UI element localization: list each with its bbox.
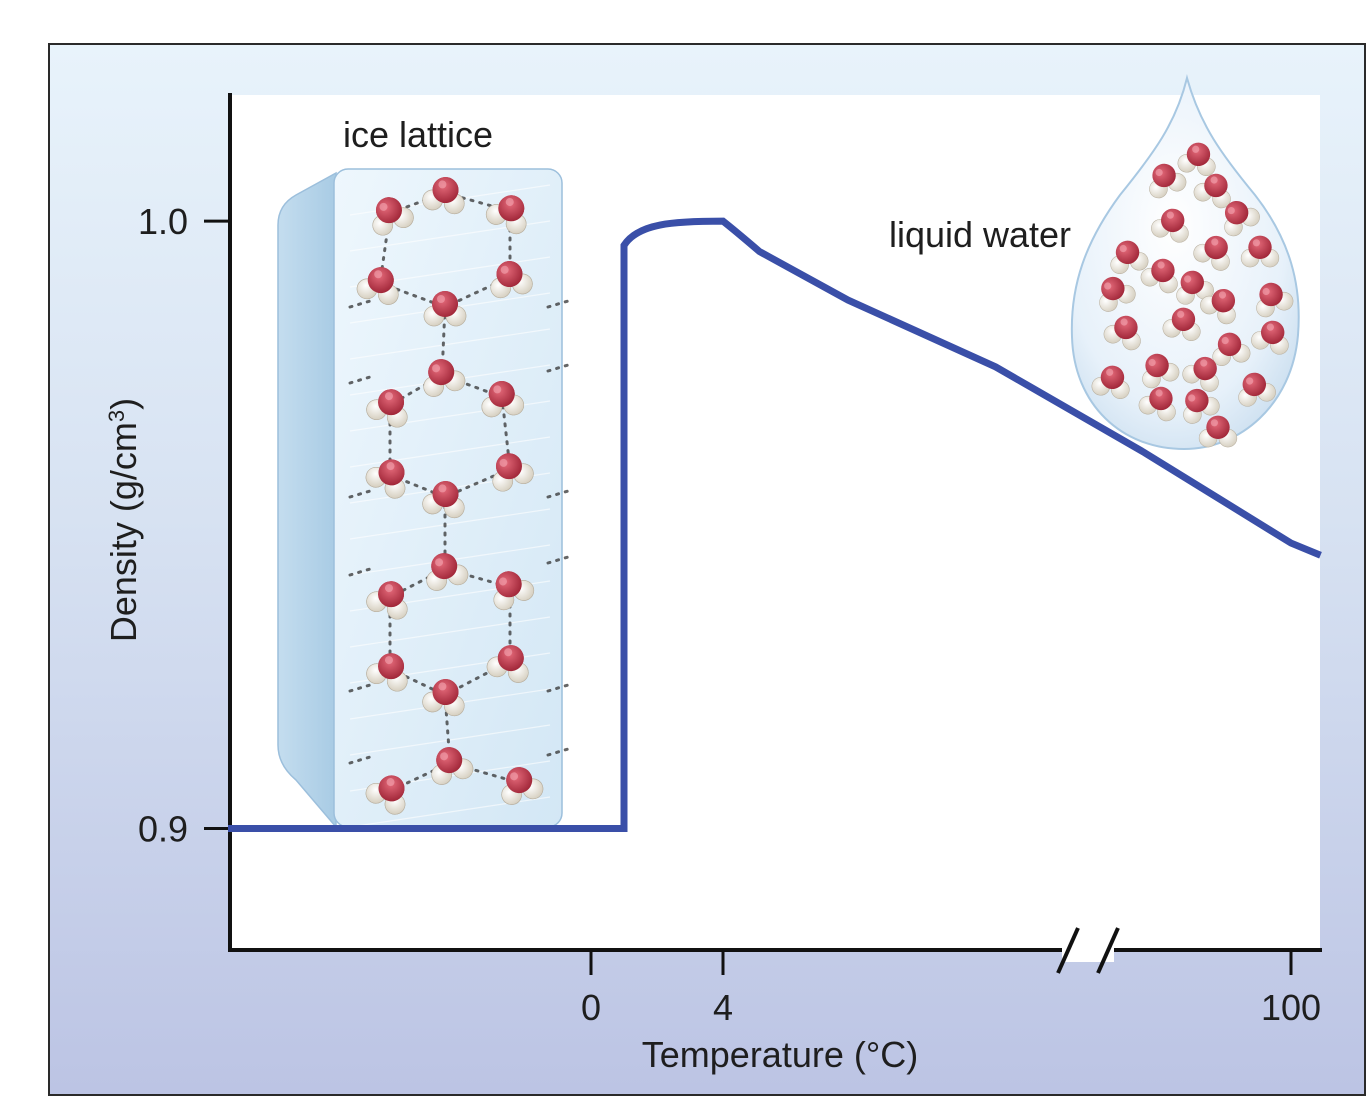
ice-lattice-illustration [277,168,570,830]
water-molecule-21 [1138,386,1176,422]
water-molecule-22 [1198,415,1238,448]
ice-molecule-top-17 [422,679,465,717]
water-molecule-17 [1142,353,1180,389]
x-tick-label-100: 100 [1261,987,1321,1028]
hydrogen-bond-edge-7 [546,363,570,373]
ice-molecule-top-1 [422,177,465,215]
series-line-0 [228,217,1322,833]
hydrogen-bond-edge-5 [348,755,372,765]
water-molecule-2 [1193,173,1231,209]
ice-molecule-top-7 [366,389,408,428]
y-axis-title: Density (g/cm3) [103,398,144,642]
hydrogen-bond-edge-8 [546,489,570,499]
water-molecule-0 [1177,142,1216,176]
water-molecule-11 [1099,276,1136,312]
x-tick-label-0: 0 [581,987,601,1028]
water-molecule-18 [1182,356,1219,392]
ice-molecule-top-0 [372,197,414,236]
water-molecule-13 [1162,307,1201,341]
ice-molecules-top [356,177,544,815]
y-tick-label-0.9: 0.9 [138,809,188,850]
y-axis-title-superscript: 3 [104,410,129,422]
hydrogen-bond-edge-6 [546,299,570,309]
ice-molecule-top-16 [486,645,529,683]
ice-molecule-top-12 [426,553,469,591]
water-molecule-16 [1251,320,1289,355]
y-axis-title-text: Density (g/cm [103,422,144,642]
water-molecule-5 [1110,240,1149,274]
water-molecule-7 [1240,235,1280,268]
annotation-liquid-water: liquid water [889,214,1071,255]
ice-molecule-top-6 [423,359,466,397]
density-chart: 0 4 100 1.0 0.9 Temperature (°C) Density (g/… [103,74,1322,1075]
water-molecule-4 [1151,208,1189,243]
annotation-ice-lattice: ice lattice [343,114,493,155]
water-molecule-3 [1224,200,1260,237]
hydrogen-bond-10 [500,395,512,471]
water-molecule-9 [1176,270,1214,305]
water-molecule-1 [1149,163,1187,199]
ice-molecule-top-8 [481,381,525,418]
water-molecule-12 [1256,282,1294,318]
water-molecule-14 [1103,315,1141,351]
hydrogen-bond-edge-10 [546,683,570,693]
liquid-water-illustration [1070,74,1300,451]
ice-molecule-top-11 [422,481,465,519]
hydrogen-bond-edge-3 [348,567,372,577]
ice-molecule-top-4 [490,261,533,299]
hydrogen-bond-edge-4 [348,683,372,693]
ice-molecule-top-9 [365,459,406,499]
illustrations [277,74,1300,830]
figure-frame: 0 4 100 1.0 0.9 Temperature (°C) Density (g/… [48,43,1366,1096]
ice-molecule-top-20 [501,767,544,805]
water-molecule-6 [1193,235,1230,271]
hydrogen-bond-edge-1 [348,375,372,385]
hydrogen-bond-edge-11 [546,747,570,757]
x-axis-title: Temperature (°C) [642,1034,918,1075]
ice-molecule-top-5 [423,291,467,327]
x-tick-label-4: 4 [713,987,733,1028]
hydrogen-bond-edge-0 [348,299,372,309]
ice-molecule-top-15 [366,653,408,692]
hydrogen-bond-edge-2 [348,489,372,499]
axis-break [1056,927,1120,974]
y-tick-label-1.0: 1.0 [138,201,188,242]
ice-molecule-top-3 [356,267,399,305]
water-molecule-8 [1140,258,1178,294]
ice-molecule-top-2 [485,195,527,235]
water-molecule-10 [1200,288,1236,325]
y-axis-title-close: ) [103,398,144,410]
water-molecule-15 [1212,332,1251,366]
ice-molecule-top-19 [365,775,406,815]
ice-molecule-top-13 [366,581,408,620]
ice-molecule-top-10 [492,453,534,492]
series-layer [228,217,1322,833]
water-molecule-20 [1238,372,1276,407]
water-molecule-19 [1091,365,1130,399]
tick-marks: 0 4 100 1.0 0.9 [138,201,1321,1028]
water-molecule-23 [1183,388,1220,424]
ice-molecule-top-14 [493,571,535,611]
hydrogen-bond-edge-9 [546,555,570,565]
ice-molecule-top-18 [431,747,474,785]
